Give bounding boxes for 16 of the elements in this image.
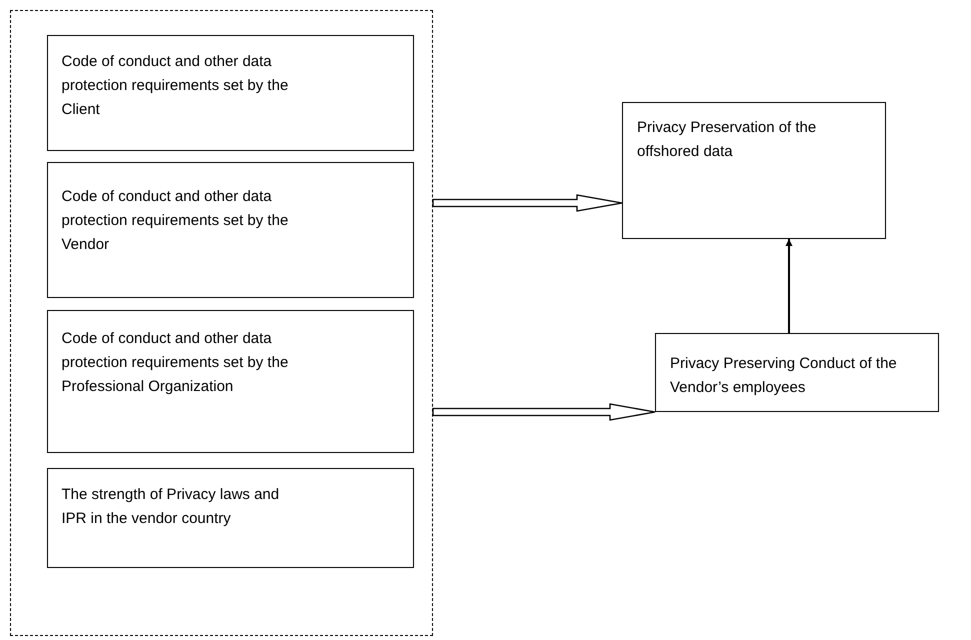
box-text: Privacy Preservation of the offshored data	[637, 118, 818, 162]
box-text: Code of conduct and other data protection requirements set by the Professional Organization	[62, 328, 290, 396]
process-box	[46, 162, 414, 298]
process-box	[655, 333, 939, 412]
box-text: The strength of Privacy laws and IPR in the vendor country	[62, 484, 280, 528]
box-text: Code of conduct and other data protection requirements set by the Vendor	[62, 186, 290, 254]
process-box	[46, 310, 414, 452]
arrow	[432, 194, 623, 212]
process-box	[46, 468, 414, 568]
process-box	[46, 34, 414, 150]
box-text: Code of conduct and other data protection requirements set by the Client	[62, 52, 290, 120]
arrow	[786, 239, 792, 333]
box-text: Privacy Preserving Conduct of the Vendor’s employees	[670, 354, 898, 398]
process-box	[622, 102, 886, 239]
arrow	[432, 403, 656, 421]
dashed-group-frame	[10, 10, 433, 636]
